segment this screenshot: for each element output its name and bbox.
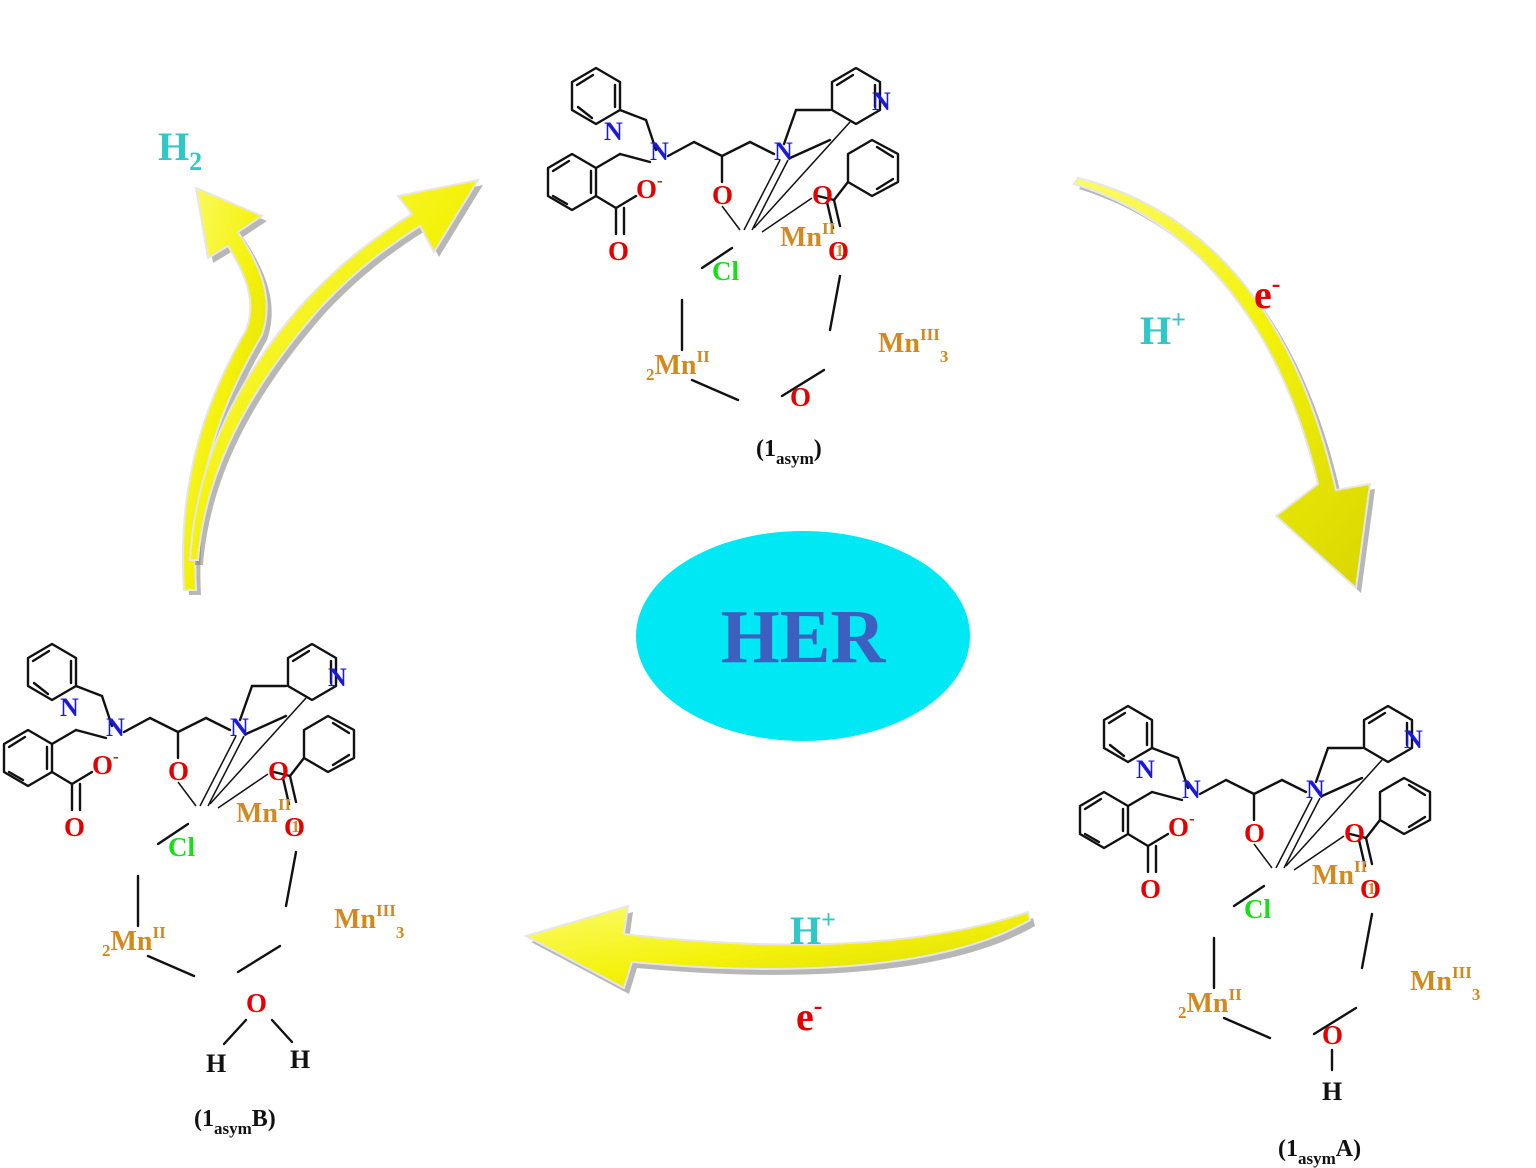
alkoxide-oxygen: O (168, 756, 189, 786)
carbonyl-oxygen: O (1140, 874, 1161, 904)
pyridine-nitrogen: N (872, 87, 891, 116)
amine-nitrogen: N (230, 713, 249, 742)
pyridine-nitrogen: N (1404, 725, 1423, 754)
carboxylate-oxygen: O- (636, 171, 663, 204)
mn2-label: 2MnII (1178, 985, 1242, 1022)
alkoxide-oxygen: O (712, 180, 733, 210)
aqua-oxygen: O (246, 988, 267, 1018)
mn1-label: MnII1 (1312, 857, 1376, 898)
aqua-hydrogen: H (290, 1045, 310, 1074)
mn1-label: MnII1 (236, 795, 300, 836)
chloride-bridge: Cl (1244, 894, 1271, 924)
arrow-right-to-left (523, 904, 1035, 994)
hydroxo-oxygen: O (1322, 1020, 1343, 1050)
her-ellipse (636, 531, 970, 741)
complex-1asymA: N N N N O- O O O O MnII1 Cl 2MnII MnIII3… (1078, 704, 1480, 1168)
arrow-top-to-right (1072, 176, 1375, 593)
oxo-bridge: O (790, 382, 811, 412)
carbonyl-oxygen: O (284, 812, 305, 842)
her-label: HER (721, 595, 887, 679)
mn1-label: MnII1 (780, 219, 844, 260)
mn2-label: 2MnII (102, 923, 166, 960)
alkoxide-oxygen: O (1244, 818, 1265, 848)
carboxylate-oxygen: O (1344, 818, 1365, 848)
mn3-label: MnIII3 (1410, 963, 1480, 1004)
hydroxo-hydrogen: H (1322, 1077, 1342, 1106)
h2-product-label: H2 (158, 124, 202, 176)
carboxylate-oxygen: O- (92, 747, 119, 780)
amine-nitrogen: N (106, 713, 125, 742)
arrow-to-h2-and-regenerate (182, 178, 483, 595)
pyridine-nitrogen: N (604, 117, 623, 146)
carboxylate-oxygen: O (268, 756, 289, 786)
carbonyl-oxygen: O (608, 236, 629, 266)
carboxylate-oxygen: O- (1168, 809, 1195, 842)
carboxylate-oxygen: O (812, 180, 833, 210)
chloride-bridge: Cl (712, 256, 739, 286)
carbonyl-oxygen: O (828, 236, 849, 266)
amine-nitrogen: N (774, 137, 793, 166)
caption-1asym: (1asym) (756, 436, 822, 468)
complex-1asymB: N N N N O- O O O O MnII1 Cl 2MnII MnIII3… (2, 642, 404, 1138)
pyridine-nitrogen: N (1136, 755, 1155, 784)
carbonyl-oxygen: O (1360, 874, 1381, 904)
pyridine-nitrogen: N (328, 663, 347, 692)
caption-1asymB: (1asymB) (194, 1106, 276, 1138)
proton-label-bottom: H+ (790, 905, 836, 953)
mn3-label: MnIII3 (878, 325, 948, 366)
aqua-hydrogen: H (206, 1049, 226, 1078)
electron-label-top-right: e- (1254, 269, 1280, 317)
pyridine-nitrogen: N (60, 693, 79, 722)
caption-1asymA: (1asymA) (1278, 1136, 1361, 1168)
mn3-label: MnIII3 (334, 901, 404, 942)
mn2-label: 2MnII (646, 347, 710, 384)
proton-label-top-right: H+ (1140, 305, 1186, 353)
complex-1asym: N N N N O- O O O O MnII1 Cl 2MnII MnIII3… (546, 66, 948, 468)
electron-label-bottom: e- (796, 991, 822, 1039)
carbonyl-oxygen: O (64, 812, 85, 842)
amine-nitrogen: N (1306, 775, 1325, 804)
chloride-bridge: Cl (168, 832, 195, 862)
amine-nitrogen: N (1182, 775, 1201, 804)
amine-nitrogen: N (650, 137, 669, 166)
